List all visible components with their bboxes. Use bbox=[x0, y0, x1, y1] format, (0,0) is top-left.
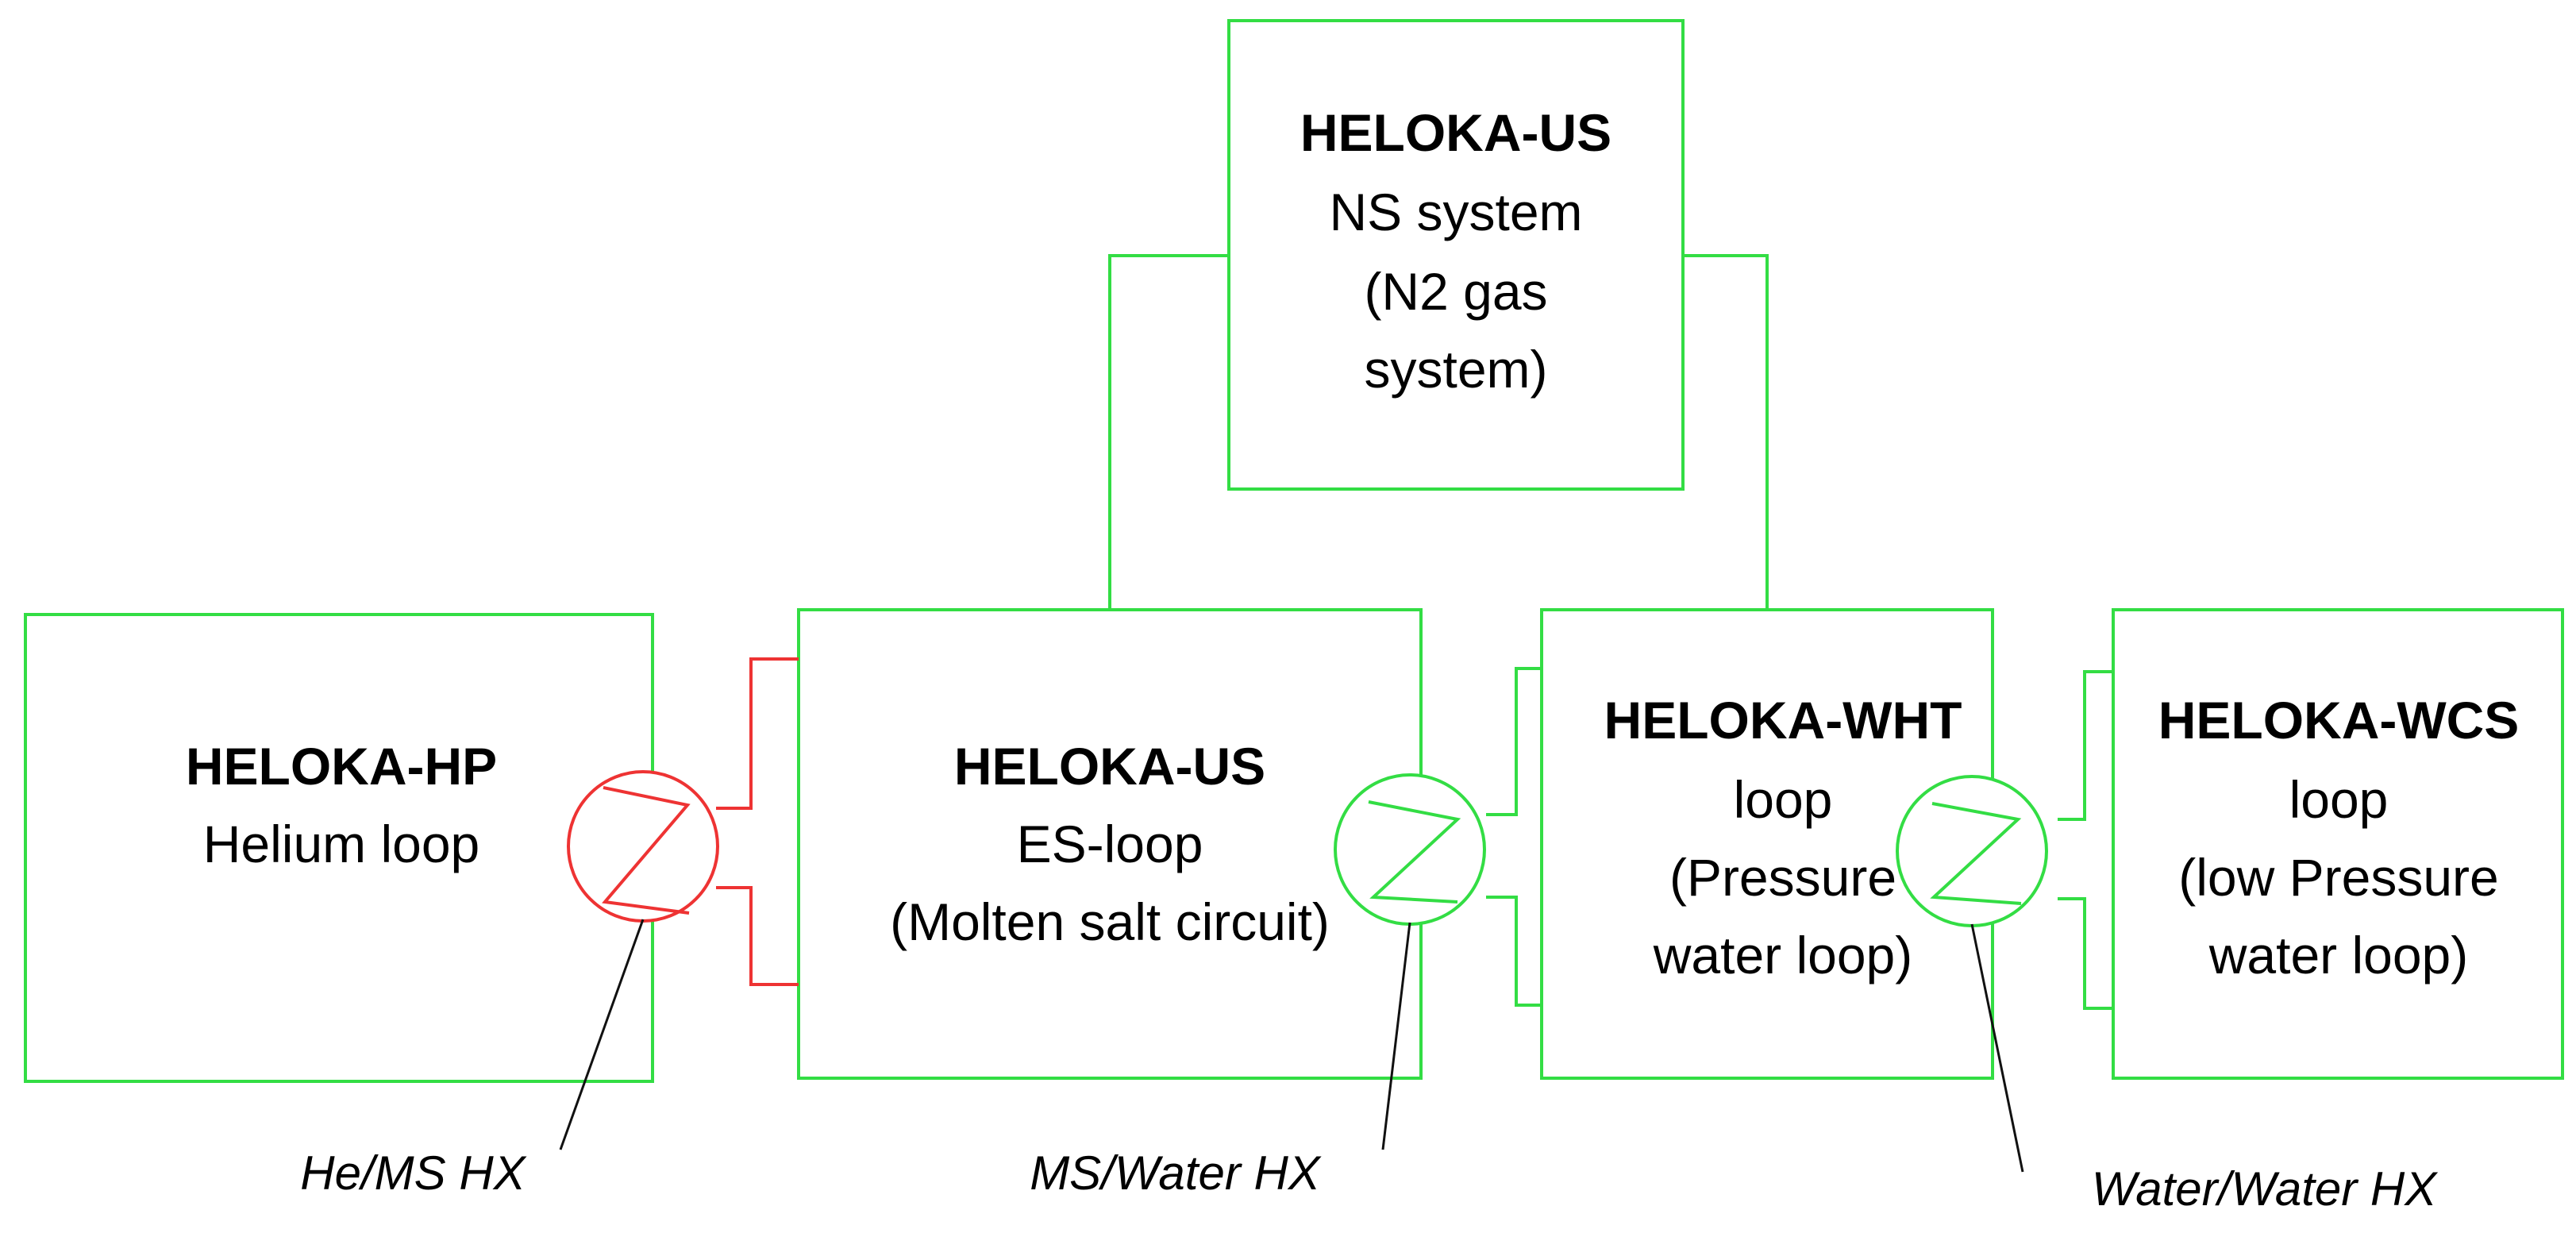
ms-water-hx-circle bbox=[1334, 773, 1486, 926]
wcs-loop-line-2: (low Pressure bbox=[2178, 848, 2498, 907]
helium-loop-line-1: Helium loop bbox=[203, 815, 480, 873]
he-ms-pipe-lower bbox=[716, 886, 799, 986]
hx-leader-lines bbox=[559, 919, 2024, 1173]
wcs-loop-line-1: loop bbox=[2289, 770, 2389, 829]
water-water-piping bbox=[2058, 670, 2113, 1010]
ns-system-line-1: NS system bbox=[1329, 183, 1582, 241]
water-water-hx-label: Water/Water HX bbox=[2092, 1162, 2439, 1216]
water-water-pipe-upper bbox=[2058, 670, 2113, 821]
es-loop-line-2: (Molten salt circuit) bbox=[890, 892, 1330, 951]
wht-loop-line-3: water loop) bbox=[1653, 926, 1913, 984]
water-water-leader bbox=[1970, 923, 2024, 1173]
n2-line-to-wht-loop bbox=[1683, 254, 1769, 610]
ms-water-leader bbox=[1381, 922, 1411, 1150]
he-ms-leader bbox=[559, 919, 645, 1150]
ns-system-frame bbox=[1227, 19, 1685, 491]
ms-water-hx-zigzag bbox=[1368, 800, 1461, 904]
wht-loop-line-1: loop bbox=[1734, 770, 1833, 829]
water-water-hx-zigzag bbox=[1930, 802, 2022, 905]
ns-system-box bbox=[1227, 19, 1685, 491]
wht-loop-title: HELOKA-WHT bbox=[1604, 691, 1962, 749]
es-loop-title: HELOKA-US bbox=[954, 737, 1265, 796]
he-ms-hx-circle bbox=[567, 770, 719, 923]
ns-system-title: HELOKA-US bbox=[1300, 103, 1611, 162]
ns-system-line-3: system) bbox=[1365, 340, 1548, 399]
n2-line-to-es-loop bbox=[1108, 254, 1229, 610]
ms-water-hx-label: MS/Water HX bbox=[1030, 1146, 1322, 1200]
es-loop-line-1: ES-loop bbox=[1017, 815, 1203, 873]
heat-exchanger-icon bbox=[567, 770, 719, 923]
he-ms-hx-label: He/MS HX bbox=[300, 1146, 526, 1200]
heat-exchanger-icon bbox=[1334, 773, 1486, 926]
he-ms-hx-zigzag bbox=[602, 786, 691, 915]
ms-water-piping bbox=[1486, 667, 1542, 1007]
water-water-hx-circle bbox=[1896, 775, 2048, 927]
heat-exchanger-icon bbox=[1896, 775, 2048, 927]
wcs-loop-title: HELOKA-WCS bbox=[2158, 691, 2520, 749]
nitrogen-supply-lines bbox=[1108, 254, 1769, 610]
he-ms-pipe-upper bbox=[716, 657, 799, 810]
ms-water-pipe-upper bbox=[1486, 667, 1542, 816]
wcs-loop-line-3: water loop) bbox=[2208, 926, 2469, 984]
wcs-loop-box bbox=[2112, 608, 2564, 1080]
water-water-pipe-lower bbox=[2058, 897, 2113, 1010]
ms-water-pipe-lower bbox=[1486, 896, 1542, 1007]
wht-loop-line-2: (Pressure bbox=[1669, 848, 1896, 907]
he-ms-piping bbox=[716, 657, 799, 986]
helium-loop-title: HELOKA-HP bbox=[186, 737, 497, 796]
ns-system-line-2: (N2 gas bbox=[1364, 262, 1547, 321]
